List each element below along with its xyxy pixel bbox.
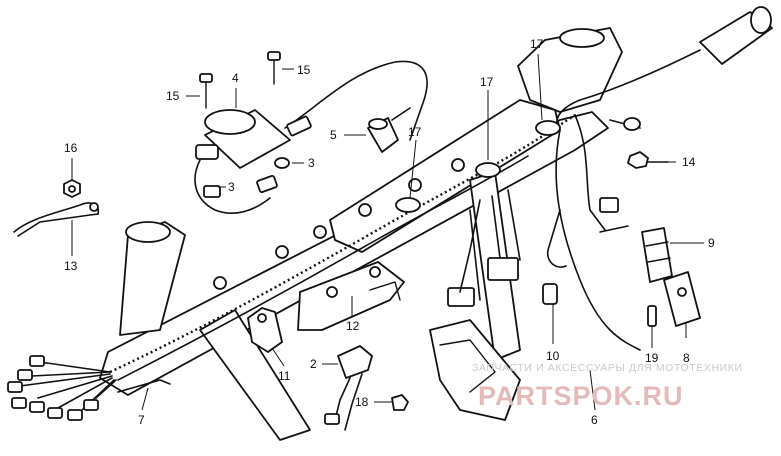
watermark-tagline: ЗАПЧАСТИ И АКСЕССУАРЫ ДЛЯ МОТОТЕХНИКИ bbox=[472, 362, 743, 374]
callout-7: 7 bbox=[138, 413, 145, 427]
bolt-18 bbox=[391, 394, 409, 411]
callout-3b: 3 bbox=[308, 156, 315, 170]
bolt-14 bbox=[627, 151, 669, 169]
callout-15a: 15 bbox=[166, 89, 180, 103]
callout-14: 14 bbox=[682, 155, 696, 169]
spare-fuse bbox=[647, 305, 657, 327]
callout-15b: 15 bbox=[297, 63, 311, 77]
callout-6: 6 bbox=[591, 413, 598, 427]
callout-5: 5 bbox=[330, 128, 337, 142]
watermark: ЗАПЧАСТИ И АКСЕССУАРЫ ДЛЯ МОТОТЕХНИКИ PA… bbox=[472, 362, 743, 411]
callout-19: 19 bbox=[645, 351, 659, 365]
fuse-box bbox=[663, 271, 701, 327]
callout-16: 16 bbox=[64, 141, 78, 155]
turn-relay bbox=[324, 345, 373, 431]
callout-18: 18 bbox=[355, 395, 369, 409]
bolt-15b bbox=[267, 51, 281, 85]
callout-9: 9 bbox=[708, 236, 715, 250]
callout-labels: 4 15 15 16 13 3 3 5 17 17 17 14 9 12 11 … bbox=[64, 37, 715, 427]
ignition-coil bbox=[195, 60, 428, 169]
collar bbox=[274, 157, 290, 169]
spark-plug-cap bbox=[367, 107, 411, 153]
watermark-logo: PARTSPOK.RU bbox=[478, 381, 684, 411]
wire-clip bbox=[13, 202, 100, 237]
callout-2: 2 bbox=[310, 357, 317, 371]
callout-11: 11 bbox=[278, 369, 291, 383]
callout-13: 13 bbox=[64, 259, 78, 273]
callout-17a: 17 bbox=[530, 37, 544, 51]
connector-9 bbox=[641, 227, 673, 283]
main-wire-harness bbox=[109, 114, 641, 381]
fuse-holder bbox=[542, 283, 558, 305]
callout-3a: 3 bbox=[228, 180, 235, 194]
callout-17c: 17 bbox=[408, 125, 422, 139]
nut bbox=[63, 179, 81, 198]
coil-leads bbox=[194, 159, 278, 214]
callout-17b: 17 bbox=[480, 75, 494, 89]
harness-connector-fan bbox=[7, 355, 117, 421]
callout-10: 10 bbox=[546, 349, 560, 363]
leader-lines bbox=[71, 53, 704, 411]
callout-12: 12 bbox=[346, 319, 360, 333]
handlebar-grip bbox=[556, 6, 773, 131]
callout-8: 8 bbox=[683, 351, 690, 365]
callout-4: 4 bbox=[232, 71, 239, 85]
harness-band bbox=[117, 379, 171, 393]
mounting-bracket bbox=[247, 307, 283, 353]
bolt-15a bbox=[199, 73, 213, 109]
regulator-bracket bbox=[297, 261, 405, 331]
